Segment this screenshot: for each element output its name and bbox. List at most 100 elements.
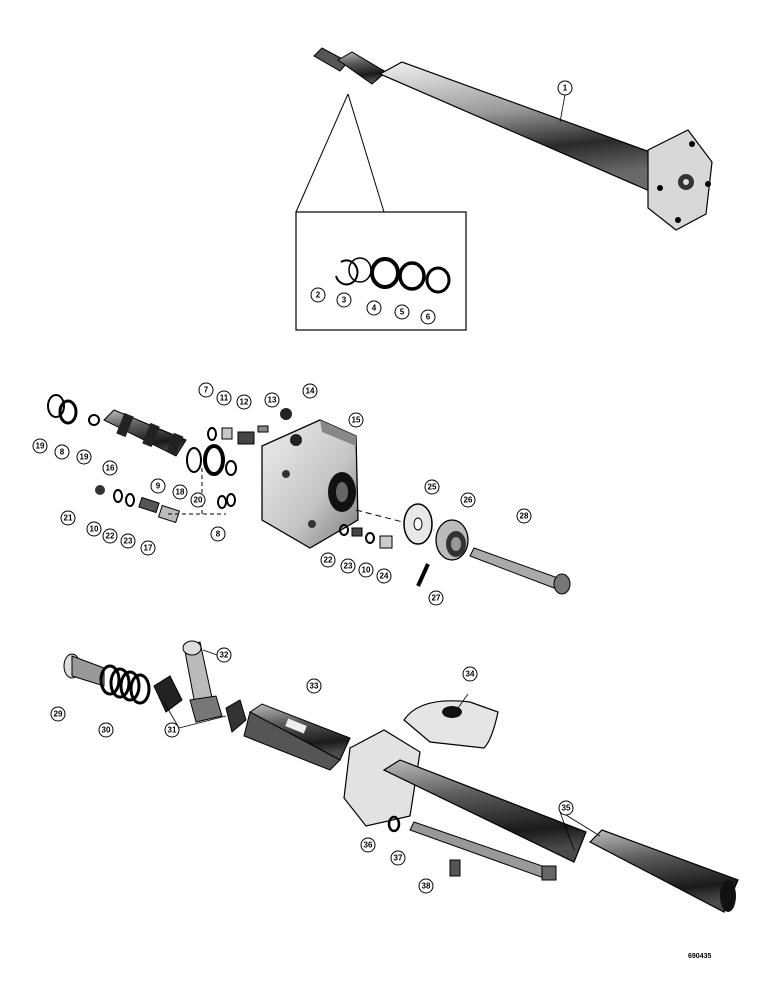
callouts: 1 2 3 4 5 6 7 11 12 13 14 15 19 8 19 16 … bbox=[32, 80, 574, 894]
callout-17: 17 bbox=[140, 540, 156, 556]
callout-23b: 23 bbox=[340, 558, 356, 574]
seal-inset-box bbox=[295, 211, 467, 331]
callout-26: 26 bbox=[460, 492, 476, 508]
callout-35: 35 bbox=[558, 800, 574, 816]
svg-text:36: 36 bbox=[364, 841, 373, 850]
svg-text:29: 29 bbox=[54, 710, 63, 719]
callout-16: 16 bbox=[102, 460, 118, 476]
callout-1: 1 bbox=[557, 80, 573, 96]
callout-37: 37 bbox=[390, 850, 406, 866]
callout-21: 21 bbox=[60, 510, 76, 526]
callout-15: 15 bbox=[348, 412, 364, 428]
callout-5: 5 bbox=[394, 304, 410, 320]
svg-text:20: 20 bbox=[194, 496, 203, 505]
svg-text:23: 23 bbox=[124, 537, 133, 546]
callout-38: 38 bbox=[418, 878, 434, 894]
column-tube-assembly bbox=[313, 47, 713, 231]
callout-8: 8 bbox=[54, 444, 70, 460]
callout-9: 9 bbox=[150, 478, 166, 494]
svg-text:13: 13 bbox=[268, 396, 277, 405]
svg-text:8: 8 bbox=[216, 530, 221, 539]
adjuster-nut-26 bbox=[435, 519, 469, 561]
svg-text:7: 7 bbox=[204, 386, 209, 395]
callout-20: 20 bbox=[190, 492, 206, 508]
callout-8b: 8 bbox=[210, 526, 226, 542]
callout-25: 25 bbox=[424, 479, 440, 495]
callout-22a: 22 bbox=[102, 528, 118, 544]
svg-text:18: 18 bbox=[176, 488, 185, 497]
svg-text:22: 22 bbox=[324, 556, 333, 565]
callout-28: 28 bbox=[516, 508, 532, 524]
svg-text:25: 25 bbox=[428, 483, 437, 492]
callout-32: 32 bbox=[216, 647, 232, 663]
bracket-34 bbox=[403, 700, 499, 749]
svg-text:35: 35 bbox=[562, 804, 571, 813]
callout-34: 34 bbox=[462, 666, 478, 682]
svg-text:21: 21 bbox=[64, 514, 73, 523]
svg-text:11: 11 bbox=[220, 394, 229, 403]
leader-lines bbox=[163, 94, 601, 851]
svg-text:16: 16 bbox=[106, 464, 115, 473]
callout-10b: 10 bbox=[358, 562, 374, 578]
svg-text:2: 2 bbox=[316, 291, 321, 300]
callout-2: 2 bbox=[310, 287, 326, 303]
svg-text:37: 37 bbox=[394, 854, 403, 863]
svg-text:5: 5 bbox=[400, 308, 405, 317]
svg-text:15: 15 bbox=[352, 416, 361, 425]
svg-text:24: 24 bbox=[380, 572, 389, 581]
callout-36: 36 bbox=[360, 837, 376, 853]
callout-11: 11 bbox=[216, 390, 232, 406]
pivot-32 bbox=[182, 640, 223, 723]
callout-13: 13 bbox=[264, 392, 280, 408]
callout-24: 24 bbox=[376, 568, 392, 584]
svg-text:10: 10 bbox=[90, 525, 99, 534]
seal-parts bbox=[335, 257, 451, 294]
callout-27: 27 bbox=[428, 590, 444, 606]
spring-30 bbox=[99, 664, 151, 705]
svg-text:3: 3 bbox=[342, 296, 347, 305]
svg-text:22: 22 bbox=[106, 532, 115, 541]
figure-reference-number: 690435 bbox=[688, 953, 711, 960]
sleeve-33 bbox=[243, 703, 351, 771]
callout-10a: 10 bbox=[86, 521, 102, 537]
svg-text:34: 34 bbox=[466, 670, 475, 679]
callout-29: 29 bbox=[50, 706, 66, 722]
callout-19a: 19 bbox=[32, 438, 48, 454]
callout-7: 7 bbox=[198, 382, 214, 398]
housing-35 bbox=[343, 729, 739, 913]
svg-text:38: 38 bbox=[422, 882, 431, 891]
svg-text:33: 33 bbox=[310, 682, 319, 691]
callout-6: 6 bbox=[420, 309, 436, 325]
svg-text:14: 14 bbox=[306, 387, 315, 396]
svg-text:30: 30 bbox=[102, 726, 111, 735]
svg-text:9: 9 bbox=[156, 482, 161, 491]
svg-text:12: 12 bbox=[240, 398, 249, 407]
callout-3: 3 bbox=[336, 292, 352, 308]
callout-12: 12 bbox=[236, 394, 252, 410]
callout-30: 30 bbox=[98, 722, 114, 738]
svg-text:1: 1 bbox=[563, 84, 568, 93]
callout-23a: 23 bbox=[120, 533, 136, 549]
spool-16 bbox=[103, 409, 187, 457]
callout-14: 14 bbox=[302, 383, 318, 399]
svg-text:28: 28 bbox=[520, 512, 529, 521]
svg-text:19: 19 bbox=[36, 442, 45, 451]
svg-text:19: 19 bbox=[80, 453, 89, 462]
svg-text:32: 32 bbox=[220, 651, 229, 660]
svg-text:4: 4 bbox=[372, 304, 377, 313]
callout-31: 31 bbox=[164, 722, 180, 738]
callout-22b: 22 bbox=[320, 552, 336, 568]
svg-text:8: 8 bbox=[60, 448, 65, 457]
callout-19b: 19 bbox=[76, 449, 92, 465]
callout-18a: 18 bbox=[172, 484, 188, 500]
callout-4: 4 bbox=[366, 300, 382, 316]
svg-text:17: 17 bbox=[144, 544, 153, 553]
svg-text:27: 27 bbox=[432, 594, 441, 603]
svg-text:6: 6 bbox=[426, 313, 431, 322]
svg-text:10: 10 bbox=[362, 566, 371, 575]
svg-text:26: 26 bbox=[464, 496, 473, 505]
svg-text:23: 23 bbox=[344, 562, 353, 571]
valve-body-15 bbox=[261, 419, 359, 549]
callout-33: 33 bbox=[306, 678, 322, 694]
